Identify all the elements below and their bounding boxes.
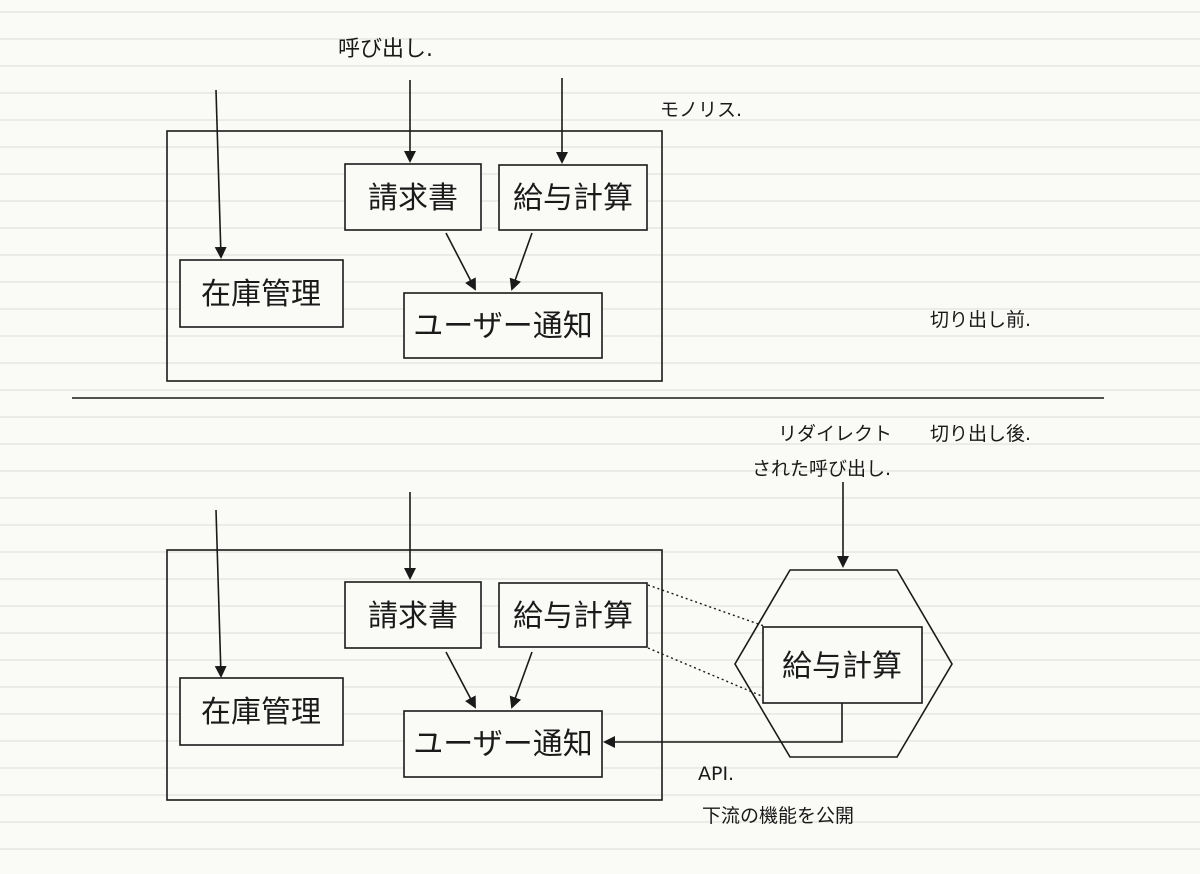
salary-to-notify-arrow-after [509, 651, 533, 709]
invoice-box [344, 163, 482, 231]
after-state-label: 切り出し後. [930, 423, 1031, 445]
monolith-frame-after [166, 549, 663, 801]
invoice-box-after [344, 581, 482, 649]
notify-label: ユーザー通知 [413, 309, 592, 344]
call-arrow-inventory [214, 89, 227, 259]
inventory-label-after: 在庫管理 [201, 695, 321, 730]
service-salary-box [762, 626, 923, 704]
notify-label-after: ユーザー通知 [413, 727, 592, 762]
notify-box [403, 292, 603, 359]
salary-label: 給与計算 [513, 181, 633, 216]
invoice-label: 請求書 [368, 181, 458, 216]
api-label: API. [698, 763, 734, 785]
extraction-line-bottom [647, 647, 765, 698]
redirect-label-2: された呼び出し. [752, 458, 891, 480]
notify-box-after [403, 710, 603, 778]
inventory-label: 在庫管理 [201, 277, 321, 312]
monolith-frame [166, 130, 663, 382]
salary-label-after: 給与計算 [513, 599, 633, 634]
redirect-label-1: リダイレクト [778, 423, 892, 445]
call-arrow-inventory-after [214, 509, 227, 678]
api-to-notify-arrow [603, 703, 843, 748]
monolith-label: モノリス. [660, 99, 742, 121]
inventory-box-after [179, 677, 344, 746]
salary-to-notify-arrow [509, 232, 533, 291]
service-salary-label: 給与計算 [782, 649, 902, 684]
salary-service-hexagon [734, 569, 953, 758]
salary-box-after [498, 582, 648, 648]
invoice-to-notify-arrow [445, 232, 476, 291]
diagram-before: 呼び出し. モノリス. 切り出し前. 請求書 給与計算 在庫管理 ユーザー通知 [166, 37, 1031, 382]
before-state-label: 切り出し前. [930, 309, 1031, 331]
diagram-after: リダイレクト 切り出し後. された呼び出し. 請求書 給与計算 在庫管理 ユーザ… [166, 423, 1031, 827]
api-note-label: 下流の機能を公開 [702, 805, 854, 827]
extraction-line-top [647, 584, 765, 627]
invoice-label-after: 請求書 [368, 599, 458, 634]
salary-box [498, 164, 648, 231]
inventory-box [179, 259, 344, 328]
invoice-to-notify-arrow-after [445, 651, 476, 709]
call-label: 呼び出し. [338, 37, 433, 62]
